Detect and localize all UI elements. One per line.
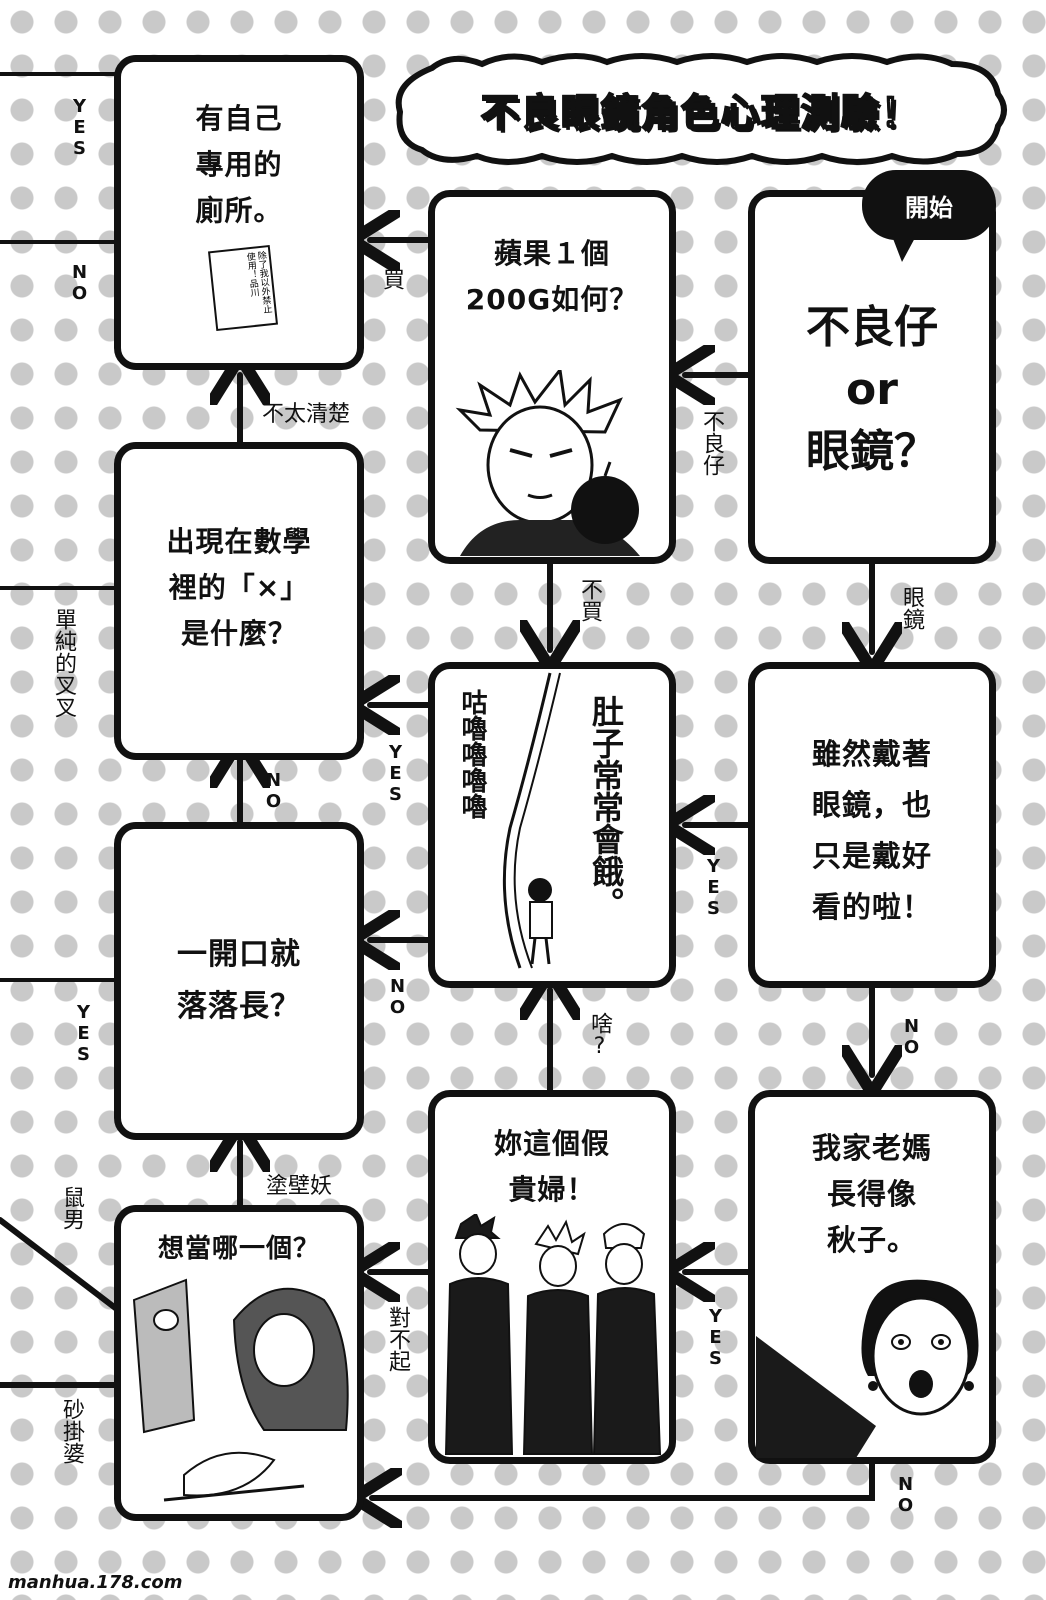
node-hungry-text: 肚子常常會餓。 — [587, 695, 625, 919]
three-delinquents-illustration — [444, 1214, 662, 1455]
edge-label-not-buy: 不買 — [577, 578, 602, 622]
left-label-long-talk-yes: YES — [73, 1002, 94, 1065]
edge-label-mom-yes: YES — [705, 1306, 726, 1369]
edge-label-glasses-yes: YES — [703, 856, 724, 919]
site-watermark: manhua.178.com — [8, 1572, 183, 1593]
line-which-rat — [0, 1217, 121, 1313]
left-label-toilet-no: NO — [69, 262, 90, 304]
node-start: 不良仔 or 眼鏡？ — [748, 190, 996, 564]
node-which-one-text: 想當哪一個？ — [157, 1234, 320, 1264]
edge-label-sorry: 對不起 — [385, 1306, 410, 1372]
arrow-mom-which — [372, 1459, 875, 1498]
edge-label-nurikabe: 塗壁妖 — [266, 1174, 333, 1199]
title-bubble: 不良眼鏡角色心理測驗！ — [392, 50, 1010, 168]
edge-label-mom-no: NO — [895, 1474, 916, 1516]
stomach-growl-sfx: 咕嚕嚕嚕嚕 — [457, 689, 487, 819]
left-exit-line-toilet-no — [0, 240, 116, 244]
edge-label-delinquent: 不良仔 — [699, 410, 724, 476]
node-glasses-looks: 雖然戴著 眼鏡，也 只是戴好 看的啦！ — [748, 662, 996, 988]
node-start-text: 不良仔 or 眼鏡？ — [806, 302, 938, 477]
node-apple-text: 蘋果１個 200G如何？ — [465, 237, 639, 316]
left-exit-line-long-talk — [0, 978, 116, 982]
edge-label-buy: 買 — [379, 268, 404, 290]
edge-label-hungry-no: NO — [387, 976, 408, 1018]
node-long-talk-text: 一開口就 落落長？ — [177, 937, 301, 1024]
node-long-talk: 一開口就 落落長？ — [114, 822, 364, 1140]
node-math-x-text: 出現在數學 裡的「×」 是什麼？ — [166, 525, 312, 650]
yokai-characters-illustration — [132, 1278, 349, 1502]
edge-label-long-talk-no: NO — [263, 770, 284, 812]
private-toilet-sign: 除了我以外禁止使用！品川 — [207, 244, 279, 332]
edge-label-glasses: 眼鏡 — [899, 586, 924, 630]
node-fake-lady-text: 妳這個假 貴婦！ — [493, 1127, 610, 1206]
node-mom-text: 我家老媽 長得像 秋子。 — [811, 1131, 932, 1257]
node-toilet-text: 有自己 專用的 廁所。 — [195, 102, 283, 227]
node-glasses-looks-text: 雖然戴著 眼鏡，也 只是戴好 看的啦！ — [811, 737, 932, 924]
edge-label-not-sure: 不太清楚 — [262, 402, 351, 427]
left-label-rat-man: 鼠男 — [59, 1186, 84, 1230]
akiko-mother-illustration — [756, 1279, 979, 1458]
edge-label-what: 啥? — [587, 1012, 612, 1059]
edge-label-glasses-no: NO — [901, 1016, 922, 1058]
node-math-x: 出現在數學 裡的「×」 是什麼？ — [114, 442, 364, 760]
start-badge: 開始 — [862, 170, 996, 262]
delinquent-holding-apple-illustration — [455, 370, 640, 556]
left-exit-line-math — [0, 586, 116, 590]
edge-label-hungry-yes: YES — [385, 742, 406, 805]
left-label-simple-cross: 單純的叉叉 — [51, 608, 76, 718]
page-title: 不良眼鏡角色心理測驗！ — [480, 90, 921, 136]
left-exit-line-toilet-yes — [0, 72, 116, 76]
hungry-boy-illustration — [502, 672, 561, 969]
left-label-sunakake-babaa: 砂掛婆 — [59, 1398, 84, 1464]
left-label-toilet-yes: YES — [69, 96, 90, 159]
